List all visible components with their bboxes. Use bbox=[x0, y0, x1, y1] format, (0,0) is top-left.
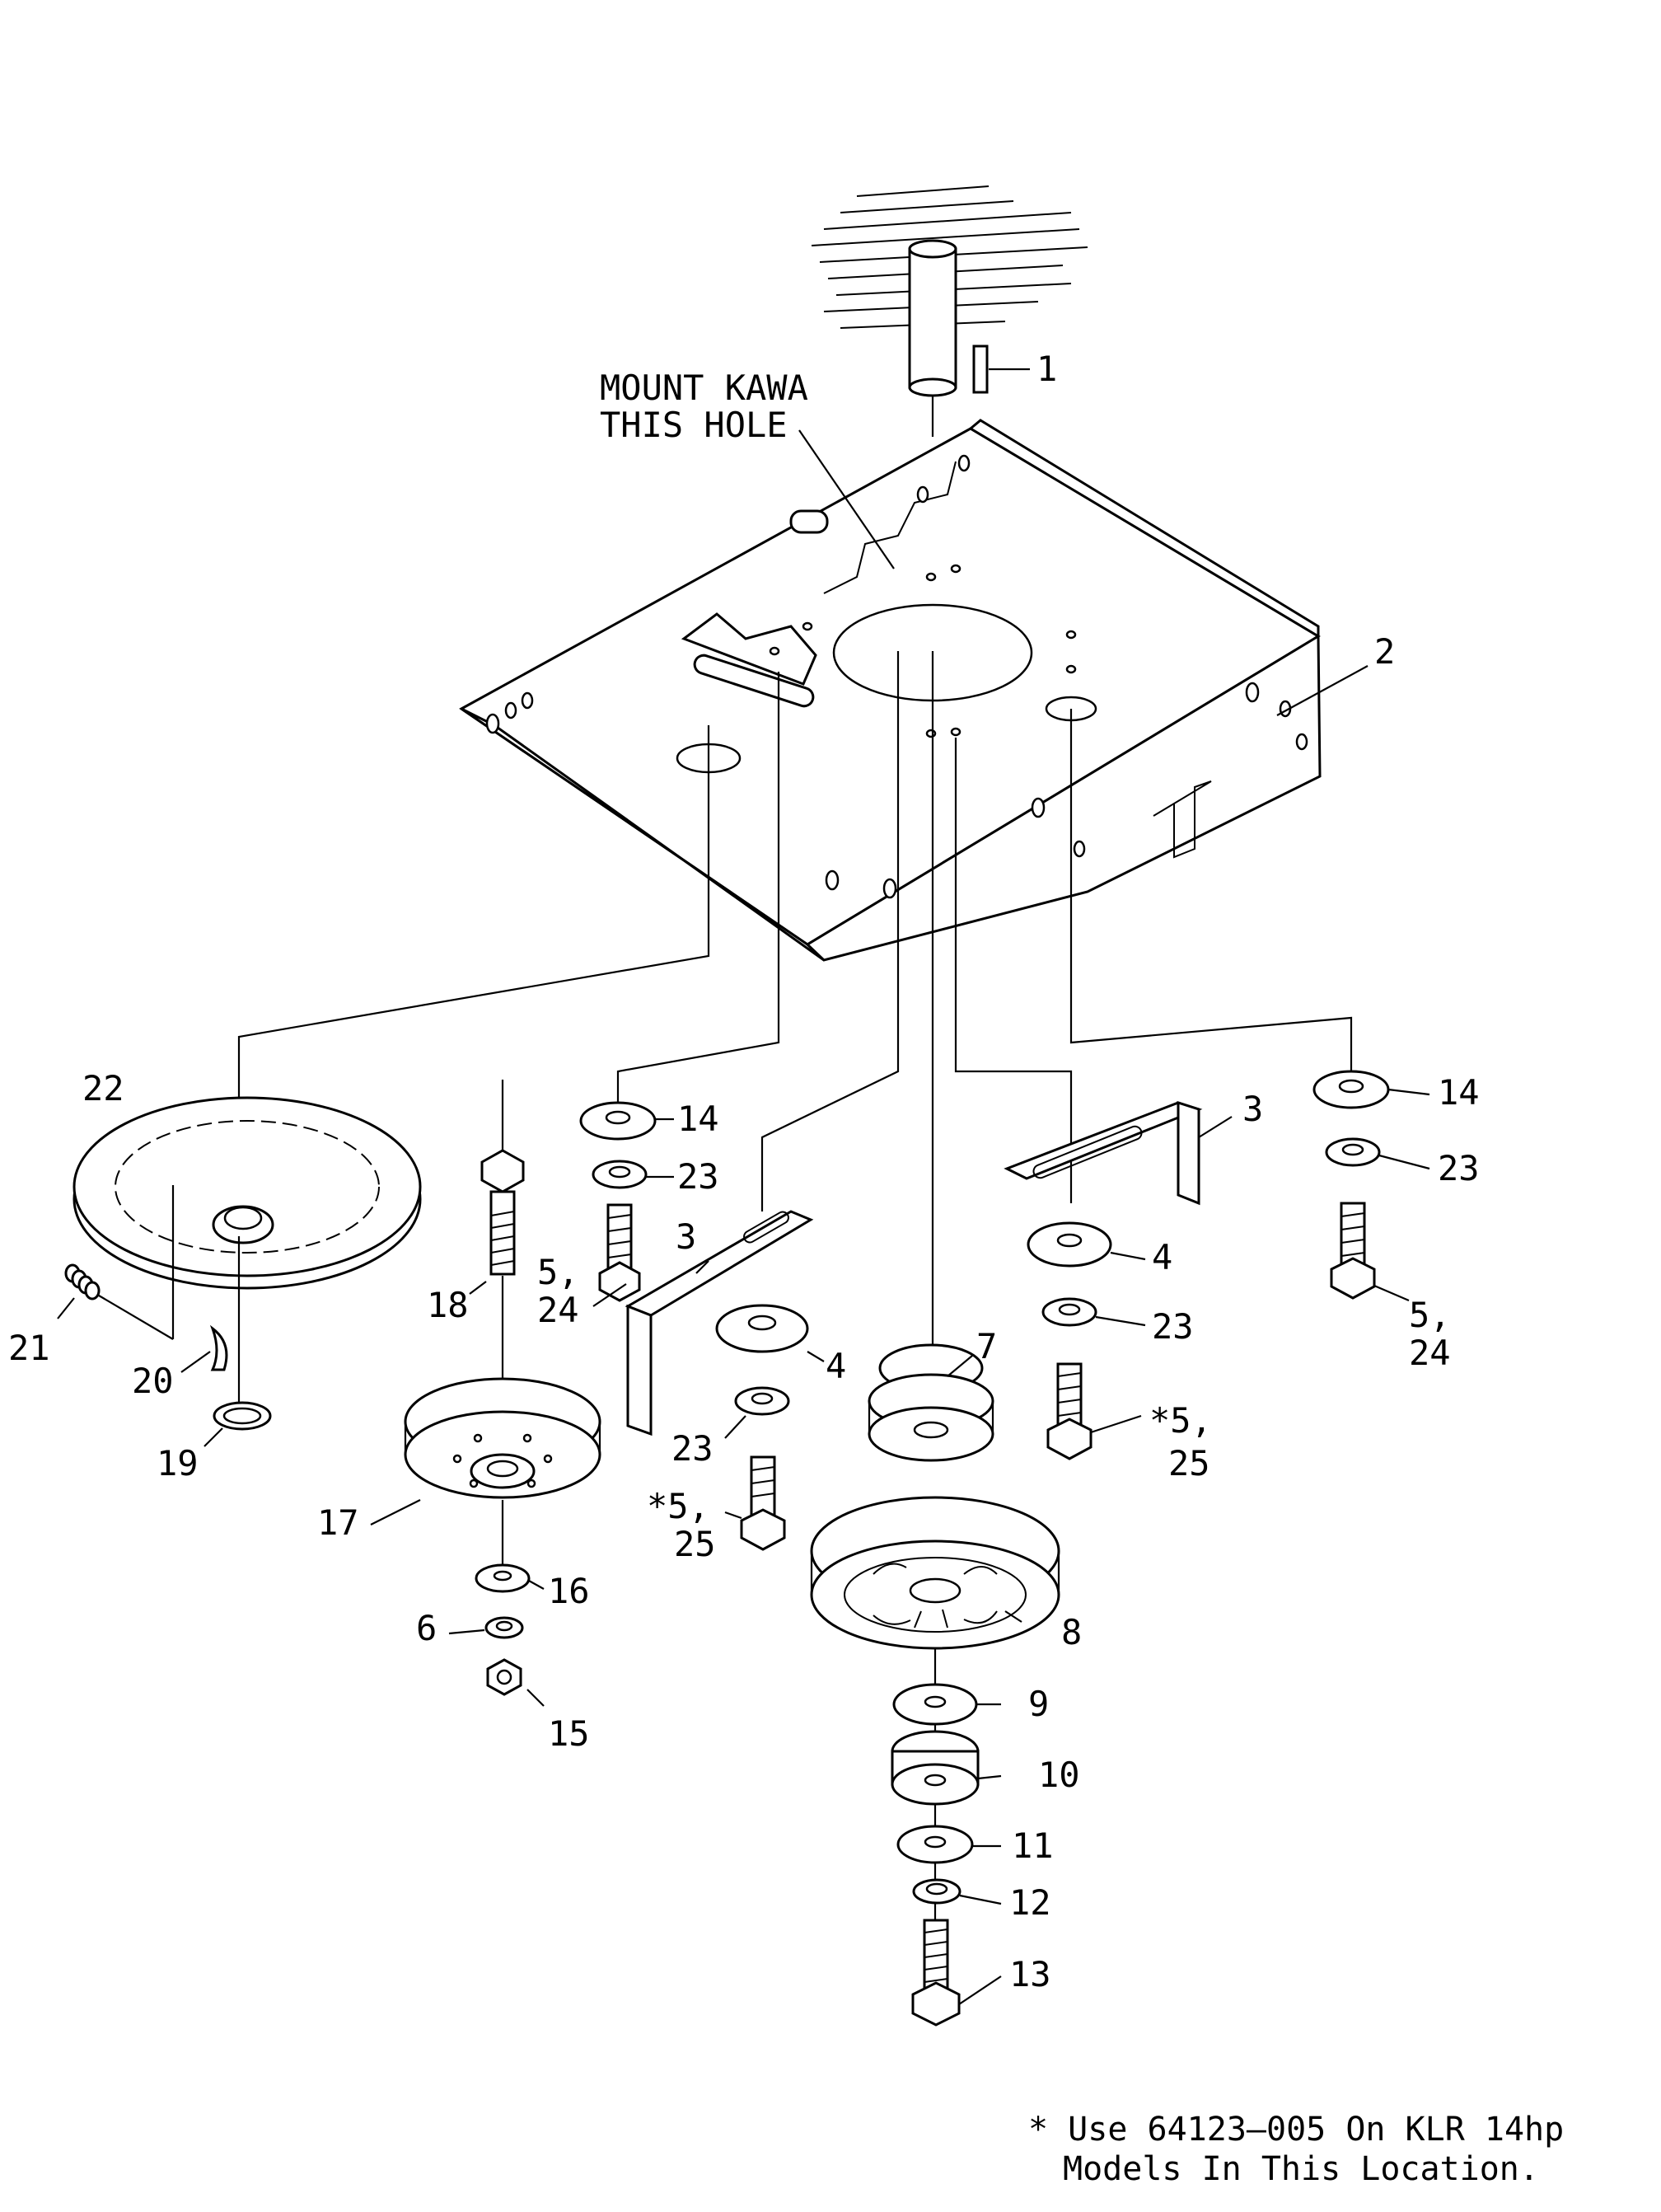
callout-16: 16 bbox=[548, 1571, 590, 1611]
lockwasher-left-bottom bbox=[724, 1386, 790, 1439]
idler-bolt bbox=[469, 1149, 525, 1393]
callout-labels: 1 2 3 3 4 4 5, 24 5, 24 *5, 25 *5, 25 6 … bbox=[8, 349, 1480, 1994]
lockwasher-right-bottom bbox=[1041, 1297, 1146, 1327]
callout-4-right: 4 bbox=[1152, 1237, 1172, 1277]
callout-14-left: 14 bbox=[677, 1099, 719, 1139]
mount-kawa-line2: THIS HOLE bbox=[600, 405, 788, 445]
callout-19: 19 bbox=[157, 1443, 199, 1483]
mount-kawa-line1: MOUNT KAWA bbox=[600, 368, 808, 408]
callout-22: 22 bbox=[82, 1068, 124, 1108]
mount-kawa-annotation: MOUNT KAWA THIS HOLE bbox=[600, 368, 895, 569]
footnote-line1: * Use 64123–005 On KLR 14hp bbox=[1028, 2111, 1564, 2149]
callout-23-right-top: 23 bbox=[1438, 1148, 1480, 1188]
callout-17: 17 bbox=[317, 1502, 359, 1543]
spring bbox=[57, 1263, 174, 1340]
bolt-right-top bbox=[1330, 1202, 1410, 1302]
callout-9: 9 bbox=[1028, 1684, 1049, 1724]
mounting-plate bbox=[459, 419, 1322, 962]
callout-20: 20 bbox=[132, 1361, 174, 1401]
assembly-leaders bbox=[237, 651, 1353, 1352]
callout-11: 11 bbox=[1012, 1825, 1054, 1866]
shaft-key bbox=[972, 344, 1030, 394]
spacer-washer-left bbox=[579, 1101, 674, 1141]
idler-pulley bbox=[370, 1377, 601, 1566]
bolt-left-top bbox=[592, 1203, 641, 1307]
large-pulley bbox=[73, 1096, 422, 1418]
slotted-bracket-left bbox=[625, 1210, 814, 1436]
engine-shaft bbox=[811, 185, 1088, 437]
clutch-pulley bbox=[810, 1496, 1060, 1650]
callout-24-right: 24 bbox=[1409, 1333, 1451, 1373]
idler-lockwasher bbox=[448, 1616, 524, 1639]
callout-5-left: 5, bbox=[537, 1252, 579, 1292]
spacer-10 bbox=[891, 1730, 1002, 1806]
callout-5-star-right: *5, bbox=[1149, 1400, 1212, 1441]
callout-23-left-top: 23 bbox=[677, 1156, 719, 1197]
callout-24-left: 24 bbox=[537, 1290, 579, 1330]
callout-25-left: 25 bbox=[674, 1524, 716, 1564]
callout-12: 12 bbox=[1009, 1882, 1051, 1923]
idler-nut bbox=[486, 1658, 545, 1707]
spacer-washer-right bbox=[1312, 1070, 1430, 1109]
callout-5-right: 5, bbox=[1409, 1295, 1451, 1335]
callout-3-right: 3 bbox=[1242, 1089, 1263, 1129]
callout-23-left-bottom: 23 bbox=[671, 1428, 714, 1469]
callout-21: 21 bbox=[8, 1328, 50, 1368]
callout-6: 6 bbox=[416, 1608, 437, 1648]
callout-10: 10 bbox=[1038, 1755, 1080, 1795]
callout-18: 18 bbox=[427, 1285, 469, 1325]
callout-23-right-bottom: 23 bbox=[1152, 1306, 1194, 1347]
washer-9 bbox=[892, 1683, 1001, 1726]
flat-washer-right bbox=[1027, 1221, 1146, 1268]
retaining-ring bbox=[204, 1401, 272, 1447]
lockwasher-right-top bbox=[1325, 1137, 1430, 1170]
footnote: * Use 64123–005 On KLR 14hp Models In Th… bbox=[1028, 2111, 1564, 2188]
idler-washer bbox=[475, 1563, 545, 1593]
bolt-right-bottom bbox=[1046, 1362, 1142, 1460]
washer-11 bbox=[896, 1825, 1001, 1864]
callout-2: 2 bbox=[1374, 631, 1395, 672]
bolt-left-bottom bbox=[724, 1455, 786, 1551]
callout-7: 7 bbox=[976, 1326, 997, 1366]
callout-1: 1 bbox=[1036, 349, 1057, 389]
callout-15: 15 bbox=[548, 1713, 590, 1754]
lockwasher-12 bbox=[912, 1878, 1002, 1905]
footnote-line2: Models In This Location. bbox=[1063, 2150, 1539, 2188]
lockwasher-left-top bbox=[592, 1160, 674, 1189]
callout-14-right: 14 bbox=[1438, 1072, 1480, 1113]
callout-3-left: 3 bbox=[676, 1216, 696, 1257]
callout-4-left: 4 bbox=[826, 1346, 846, 1386]
callout-13: 13 bbox=[1009, 1954, 1051, 1994]
callout-5-star-left: *5, bbox=[647, 1486, 709, 1526]
slotted-bracket-right bbox=[1004, 1100, 1233, 1206]
half-moon-key bbox=[180, 1324, 228, 1373]
flat-washer-left bbox=[715, 1304, 825, 1362]
callout-25-right: 25 bbox=[1168, 1443, 1210, 1483]
small-pulley bbox=[868, 1343, 994, 1462]
callout-8: 8 bbox=[1061, 1612, 1082, 1652]
bolt-13 bbox=[911, 1919, 1002, 2027]
